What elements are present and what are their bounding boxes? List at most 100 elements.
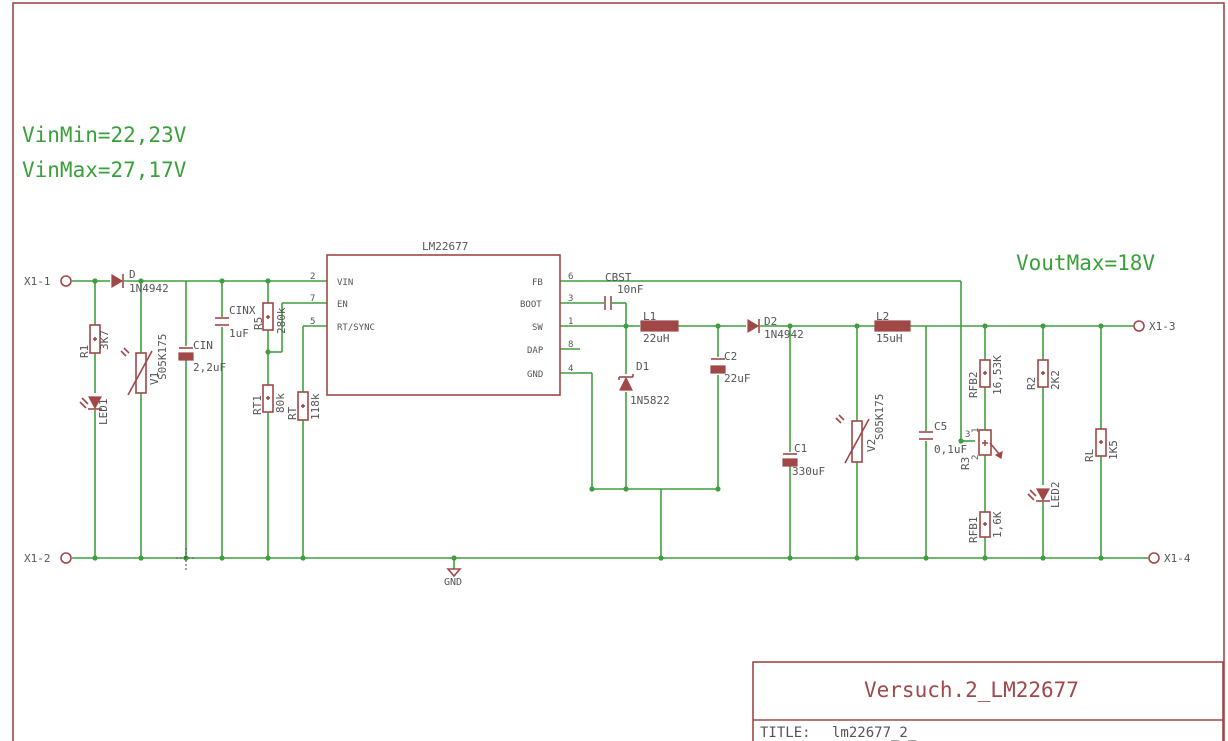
svg-text:3: 3 bbox=[965, 430, 970, 440]
svg-text:CBST: CBST bbox=[605, 271, 632, 284]
svg-text:R1: R1 bbox=[78, 345, 91, 358]
diode-d2[interactable]: D2 1N4942 bbox=[747, 315, 804, 341]
capacitor-c2[interactable]: C2 22uF bbox=[710, 350, 751, 385]
vin-max-annotation: VinMax=27,17V bbox=[22, 158, 187, 182]
svg-text:80k: 80k bbox=[274, 393, 287, 413]
resistor-rt[interactable]: RT 118k bbox=[286, 391, 322, 421]
gnd-symbol[interactable]: GND bbox=[444, 568, 462, 588]
connector-x1-4[interactable]: X1-4 bbox=[1148, 552, 1191, 565]
svg-text:2: 2 bbox=[310, 272, 315, 282]
svg-text:V1: V1 bbox=[148, 372, 161, 385]
svg-text:L1: L1 bbox=[643, 310, 656, 323]
resistor-rfb2[interactable]: RFB2 16,53K bbox=[967, 355, 1004, 398]
svg-text:V2: V2 bbox=[865, 439, 878, 452]
connector-x1-3[interactable]: X1-3 bbox=[1133, 320, 1176, 333]
svg-text:X1-1: X1-1 bbox=[24, 275, 51, 288]
svg-text:C2: C2 bbox=[724, 350, 737, 363]
svg-text:1N4942: 1N4942 bbox=[764, 328, 804, 341]
svg-text:2,2uF: 2,2uF bbox=[193, 361, 226, 374]
inductor-l1[interactable]: L1 22uH bbox=[640, 310, 679, 345]
svg-text:15uH: 15uH bbox=[876, 332, 903, 345]
svg-text:FB: FB bbox=[532, 278, 543, 288]
vout-max-annotation: VoutMax=18V bbox=[1016, 251, 1155, 275]
cursor-crosshair-icon bbox=[176, 548, 196, 570]
capacitor-c1[interactable]: C1 330uF bbox=[782, 442, 825, 478]
title-block: Versuch.2_LM22677 TITLE: lm22677_2_ bbox=[752, 661, 1224, 741]
diode-d[interactable]: D 1N4942 bbox=[111, 268, 169, 295]
led-led2[interactable]: LED2 bbox=[1027, 482, 1062, 509]
svg-text:RFB2: RFB2 bbox=[967, 372, 980, 399]
resistor-r2[interactable]: R2 2K2 bbox=[1025, 359, 1062, 390]
wires bbox=[72, 280, 1148, 569]
svg-text:C1: C1 bbox=[794, 442, 807, 455]
svg-text:1N4942: 1N4942 bbox=[129, 282, 169, 295]
resistor-r5[interactable]: R5 280k bbox=[252, 302, 288, 334]
connector-x1-2[interactable]: X1-2 bbox=[24, 552, 72, 565]
svg-text:RT: RT bbox=[286, 406, 299, 420]
inductor-l2[interactable]: L2 15uH bbox=[874, 310, 911, 345]
title-label: TITLE: bbox=[760, 725, 811, 741]
resistor-rt1[interactable]: RT1 80k bbox=[251, 384, 287, 415]
svg-text:RT/SYNC: RT/SYNC bbox=[337, 323, 375, 333]
sheet-frame bbox=[12, 2, 1225, 741]
svg-text:GND: GND bbox=[444, 577, 462, 588]
svg-text:S05K175: S05K175 bbox=[873, 394, 886, 440]
svg-text:CINX: CINX bbox=[229, 304, 256, 317]
svg-text:X1-3: X1-3 bbox=[1149, 320, 1176, 333]
svg-text:SW: SW bbox=[532, 323, 543, 333]
potentiometer-r3[interactable]: 3 2 1 R3 bbox=[959, 428, 1003, 470]
diode-d1[interactable]: D1 1N5822 bbox=[618, 360, 670, 407]
svg-text:R2: R2 bbox=[1025, 377, 1038, 390]
svg-text:1K5: 1K5 bbox=[1107, 440, 1120, 460]
svg-text:VIN: VIN bbox=[337, 278, 353, 288]
svg-text:2K2: 2K2 bbox=[1049, 370, 1062, 390]
led-led1[interactable]: LED1 bbox=[79, 396, 110, 426]
capacitor-cin[interactable]: CIN 2,2uF bbox=[178, 339, 226, 374]
svg-text:1N5822: 1N5822 bbox=[630, 394, 670, 407]
drawing-name: Versuch.2_LM22677 bbox=[864, 678, 1079, 702]
capacitor-cinx[interactable]: CINX 1uF bbox=[215, 304, 256, 340]
svg-text:R5: R5 bbox=[252, 317, 265, 330]
svg-text:LED2: LED2 bbox=[1049, 482, 1062, 509]
svg-text:280k: 280k bbox=[275, 307, 288, 334]
svg-text:330uF: 330uF bbox=[792, 465, 825, 478]
svg-text:22uF: 22uF bbox=[724, 372, 751, 385]
svg-text:1,6K: 1,6K bbox=[991, 511, 1004, 538]
svg-text:GND: GND bbox=[527, 370, 543, 380]
svg-text:L2: L2 bbox=[876, 310, 889, 323]
svg-text:LM22677: LM22677 bbox=[422, 240, 468, 253]
svg-text:8: 8 bbox=[568, 340, 573, 350]
svg-text:2: 2 bbox=[971, 455, 981, 460]
svg-text:7: 7 bbox=[310, 294, 315, 304]
ic-lm22677[interactable]: LM22677 VIN EN RT/SYNC 2 7 5 FB BOOT SW … bbox=[310, 240, 573, 396]
svg-text:RL: RL bbox=[1083, 448, 1096, 462]
svg-text:D1: D1 bbox=[636, 360, 649, 373]
svg-text:1uF: 1uF bbox=[229, 327, 249, 340]
capacitor-c5[interactable]: C5 0,1uF bbox=[919, 420, 967, 456]
svg-text:4: 4 bbox=[568, 364, 573, 374]
svg-text:1: 1 bbox=[971, 428, 981, 433]
svg-text:5: 5 bbox=[310, 317, 315, 327]
capacitor-cbst[interactable]: CBST 10nF bbox=[604, 271, 644, 310]
resistor-rfb1[interactable]: RFB1 1,6K bbox=[967, 511, 1004, 543]
resistor-rl[interactable]: RL 1K5 bbox=[1083, 428, 1120, 462]
svg-text:DAP: DAP bbox=[527, 346, 544, 356]
varistor-v2[interactable]: V2 S05K175 bbox=[835, 394, 886, 464]
svg-text:118k: 118k bbox=[309, 393, 322, 420]
svg-text:6: 6 bbox=[568, 272, 573, 282]
svg-text:10nF: 10nF bbox=[617, 283, 644, 296]
varistor-v1[interactable]: V1 S05K175 bbox=[120, 334, 169, 396]
connector-x1-1[interactable]: X1-1 bbox=[24, 275, 72, 288]
svg-text:LED1: LED1 bbox=[97, 399, 110, 426]
svg-text:22uH: 22uH bbox=[643, 332, 670, 345]
svg-text:EN: EN bbox=[337, 300, 348, 310]
svg-text:CIN: CIN bbox=[193, 339, 213, 352]
svg-text:X1-2: X1-2 bbox=[24, 552, 51, 565]
resistor-r1[interactable]: R1 3K7 bbox=[78, 324, 111, 358]
svg-text:RT1: RT1 bbox=[251, 395, 264, 415]
svg-text:D: D bbox=[129, 268, 136, 281]
svg-text:0,1uF: 0,1uF bbox=[934, 443, 967, 456]
svg-text:C5: C5 bbox=[934, 420, 947, 433]
svg-text:RFB1: RFB1 bbox=[967, 517, 980, 544]
